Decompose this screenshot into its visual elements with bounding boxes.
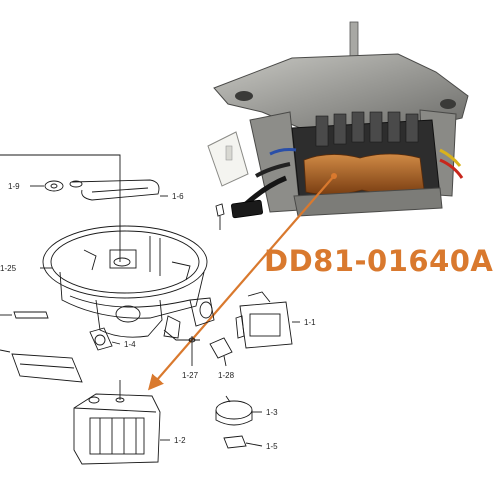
- bracket-hole: [440, 99, 456, 109]
- small-gasket: [0, 311, 49, 319]
- wire-plug: [231, 199, 263, 219]
- wire-black: [244, 175, 287, 206]
- stator-slots: [315, 111, 419, 147]
- small-clip: [215, 203, 225, 230]
- part-1-2: [73, 380, 170, 465]
- part-1-25: [40, 225, 215, 341]
- wire-yellow: [439, 148, 462, 167]
- part-1-1: [235, 291, 300, 349]
- callout-1-4: 1-4: [124, 340, 136, 349]
- callout-1-28: 1-28: [218, 371, 235, 380]
- part-1-3: [215, 395, 262, 426]
- leader-top: [0, 154, 121, 262]
- exploded-drawing: [0, 154, 300, 465]
- part-1-5: [223, 435, 263, 449]
- wire-blue: [269, 148, 297, 156]
- part-1-27: [188, 336, 196, 366]
- callout-1-1: 1-1: [304, 318, 316, 327]
- motor-top-bracket: [213, 53, 469, 129]
- filter-cover: [0, 349, 83, 383]
- motor-photo: [207, 21, 469, 219]
- wire-red: [439, 158, 464, 179]
- callout-1-6: 1-6: [172, 192, 184, 201]
- callout-1-27: 1-27: [182, 371, 199, 380]
- callout-1-5: 1-5: [266, 442, 278, 451]
- callout-1-2: 1-2: [174, 436, 186, 445]
- part-1-28: [209, 337, 233, 367]
- bracket-hole: [235, 91, 253, 101]
- callout-1-25: 1-25: [0, 264, 17, 273]
- motor-frame-bottom: [293, 187, 443, 217]
- part-number-label: DD81-01640A: [264, 244, 494, 278]
- wire-black: [255, 162, 291, 178]
- connector-pin: [225, 145, 233, 161]
- part-1-4: [89, 327, 121, 351]
- part-1-9: [30, 180, 64, 192]
- arrow-origin-dot: [331, 173, 337, 179]
- callout-1-3: 1-3: [266, 408, 278, 417]
- pointer-arrow: [147, 175, 335, 391]
- callout-1-9: 1-9: [8, 182, 20, 191]
- part-1-6: [69, 179, 168, 201]
- callout-labels: 1-9 1-6 1-25 1-4 1-1 1-27 1-28 1-3 1-2 1…: [0, 182, 316, 451]
